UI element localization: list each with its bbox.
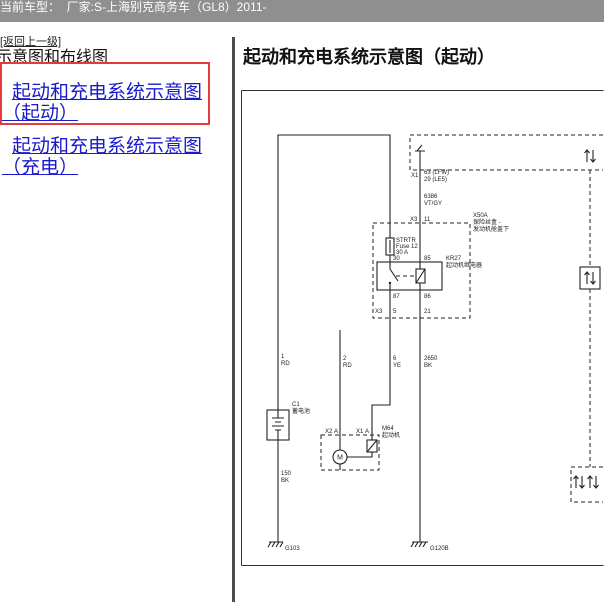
label-relay-id: KR27 [446, 256, 462, 262]
label-wire-1-color: RD [281, 361, 290, 367]
label-wire-2650-color: BK [424, 363, 432, 369]
wiring-diagram-canvas: X1 63 (LFW) 29 (LE5) 6386 VT/GY X3 11 X5… [241, 90, 604, 566]
label-fuse-block-pin-in: 11 [424, 217, 431, 223]
bidirectional-arrows-icon [584, 149, 596, 163]
back-link[interactable]: [返回上一级] [0, 36, 62, 48]
label-top-connector-id: X1 [411, 173, 419, 179]
label-fuse-name: STRTR [396, 238, 417, 244]
label-wire-6-color: YE [393, 363, 401, 369]
bidirectional-arrows-icon [584, 271, 596, 285]
pane-divider [232, 37, 235, 602]
wire-6-ye [371, 290, 391, 440]
link-starting-diagram[interactable]: 起动和充电系统示意图（起动） [2, 82, 203, 124]
ground-g103-icon [267, 541, 284, 548]
link-charging-diagram[interactable]: 起动和充电系统示意图（充电） [2, 136, 203, 178]
label-fuse-block-pin-5: 5 [393, 309, 397, 315]
battery-cells [272, 410, 284, 440]
label-starter-id: M64 [382, 426, 394, 432]
label-wire-150-circuit: 150 [281, 471, 292, 477]
label-battery-id: C1 [292, 402, 300, 408]
label-top-pin-le5: 29 (LE5) [424, 177, 447, 183]
label-ground-g120b: G120B [430, 546, 449, 552]
vehicle-info: 当前车型： 厂家:S-上海别克商务车（GL8）2011- [0, 0, 267, 14]
label-wire-2-color: RD [343, 363, 352, 369]
fuse-block-x50a-outline [372, 222, 471, 319]
label-relay-name: 起动机继电器 [446, 261, 482, 269]
starter-solenoid-diagonal [366, 439, 378, 453]
label-fuse-rating: 30 A [396, 250, 408, 256]
label-relay-pin-87: 87 [393, 294, 400, 300]
label-fuse-block-name-1: 保险丝盒 - [473, 218, 501, 226]
relay-kr27-symbol [376, 261, 443, 291]
connector-block [579, 266, 601, 290]
label-wire-2650-circuit: 2650 [424, 356, 438, 362]
label-starter-connector-x1: X1 [356, 429, 364, 435]
label-ground-g103: G103 [285, 546, 300, 552]
section-title: 示意图和布线图 [0, 49, 109, 66]
vehicle-header: 当前车型： 厂家:S-上海别克商务车（GL8）2011- [0, 0, 604, 22]
label-relay-pin-85: 85 [424, 256, 431, 262]
ignition-switch-contact [415, 144, 425, 152]
label-starter-pin-x1: A [365, 429, 369, 435]
bidirectional-arrows-icon [587, 475, 599, 489]
label-fuse-number: Fuse 12 [396, 244, 418, 250]
document-title: 起动和充电系统示意图（起动） [243, 47, 495, 67]
label-fuse-block-name-2: 发动机舱盖下 [473, 225, 509, 233]
starter-m64-outline [320, 434, 380, 471]
relay-switch-pivot [388, 281, 392, 285]
label-relay-pin-30: 30 [393, 256, 400, 262]
highlight-box [0, 62, 210, 125]
label-wire-1-circuit: 1 [281, 354, 285, 360]
label-circuit-6386-color: VT/GY [424, 201, 442, 207]
label-relay-pin-86: 86 [424, 294, 431, 300]
label-starter-motor: M [337, 455, 343, 462]
lower-module-outline [570, 466, 603, 503]
label-circuit-6386: 6386 [424, 194, 438, 200]
label-fuse-block-connector-out: X3 [375, 309, 383, 315]
label-fuse-block-connector-in: X3 [410, 217, 418, 223]
wiring-diagram: X1 63 (LFW) 29 (LE5) 6386 VT/GY X3 11 X5… [241, 90, 604, 566]
label-wire-6-circuit: 6 [393, 356, 397, 362]
label-fuse-block-pin-21: 21 [424, 309, 431, 315]
ground-g120b-icon [410, 541, 428, 548]
label-fuse-block-id: X50A [473, 213, 488, 219]
label-wire-2-circuit: 2 [343, 356, 347, 362]
bidirectional-arrows-icon [573, 475, 585, 489]
label-battery-name: 蓄电池 [292, 407, 310, 415]
starter-internal-wire [339, 452, 373, 470]
label-top-pin-lfw: 63 (LFW) [424, 170, 449, 176]
label-starter-pin-x2: A [334, 429, 338, 435]
label-starter-name: 起动机 [382, 431, 400, 439]
relay-coil-diagonal [415, 268, 426, 284]
ignition-module-outline [409, 134, 603, 171]
label-wire-150-color: BK [281, 478, 289, 484]
wire-1-rd [277, 134, 391, 410]
diagram-frame [241, 90, 604, 566]
label-starter-connector-x2: X2 [325, 429, 333, 435]
